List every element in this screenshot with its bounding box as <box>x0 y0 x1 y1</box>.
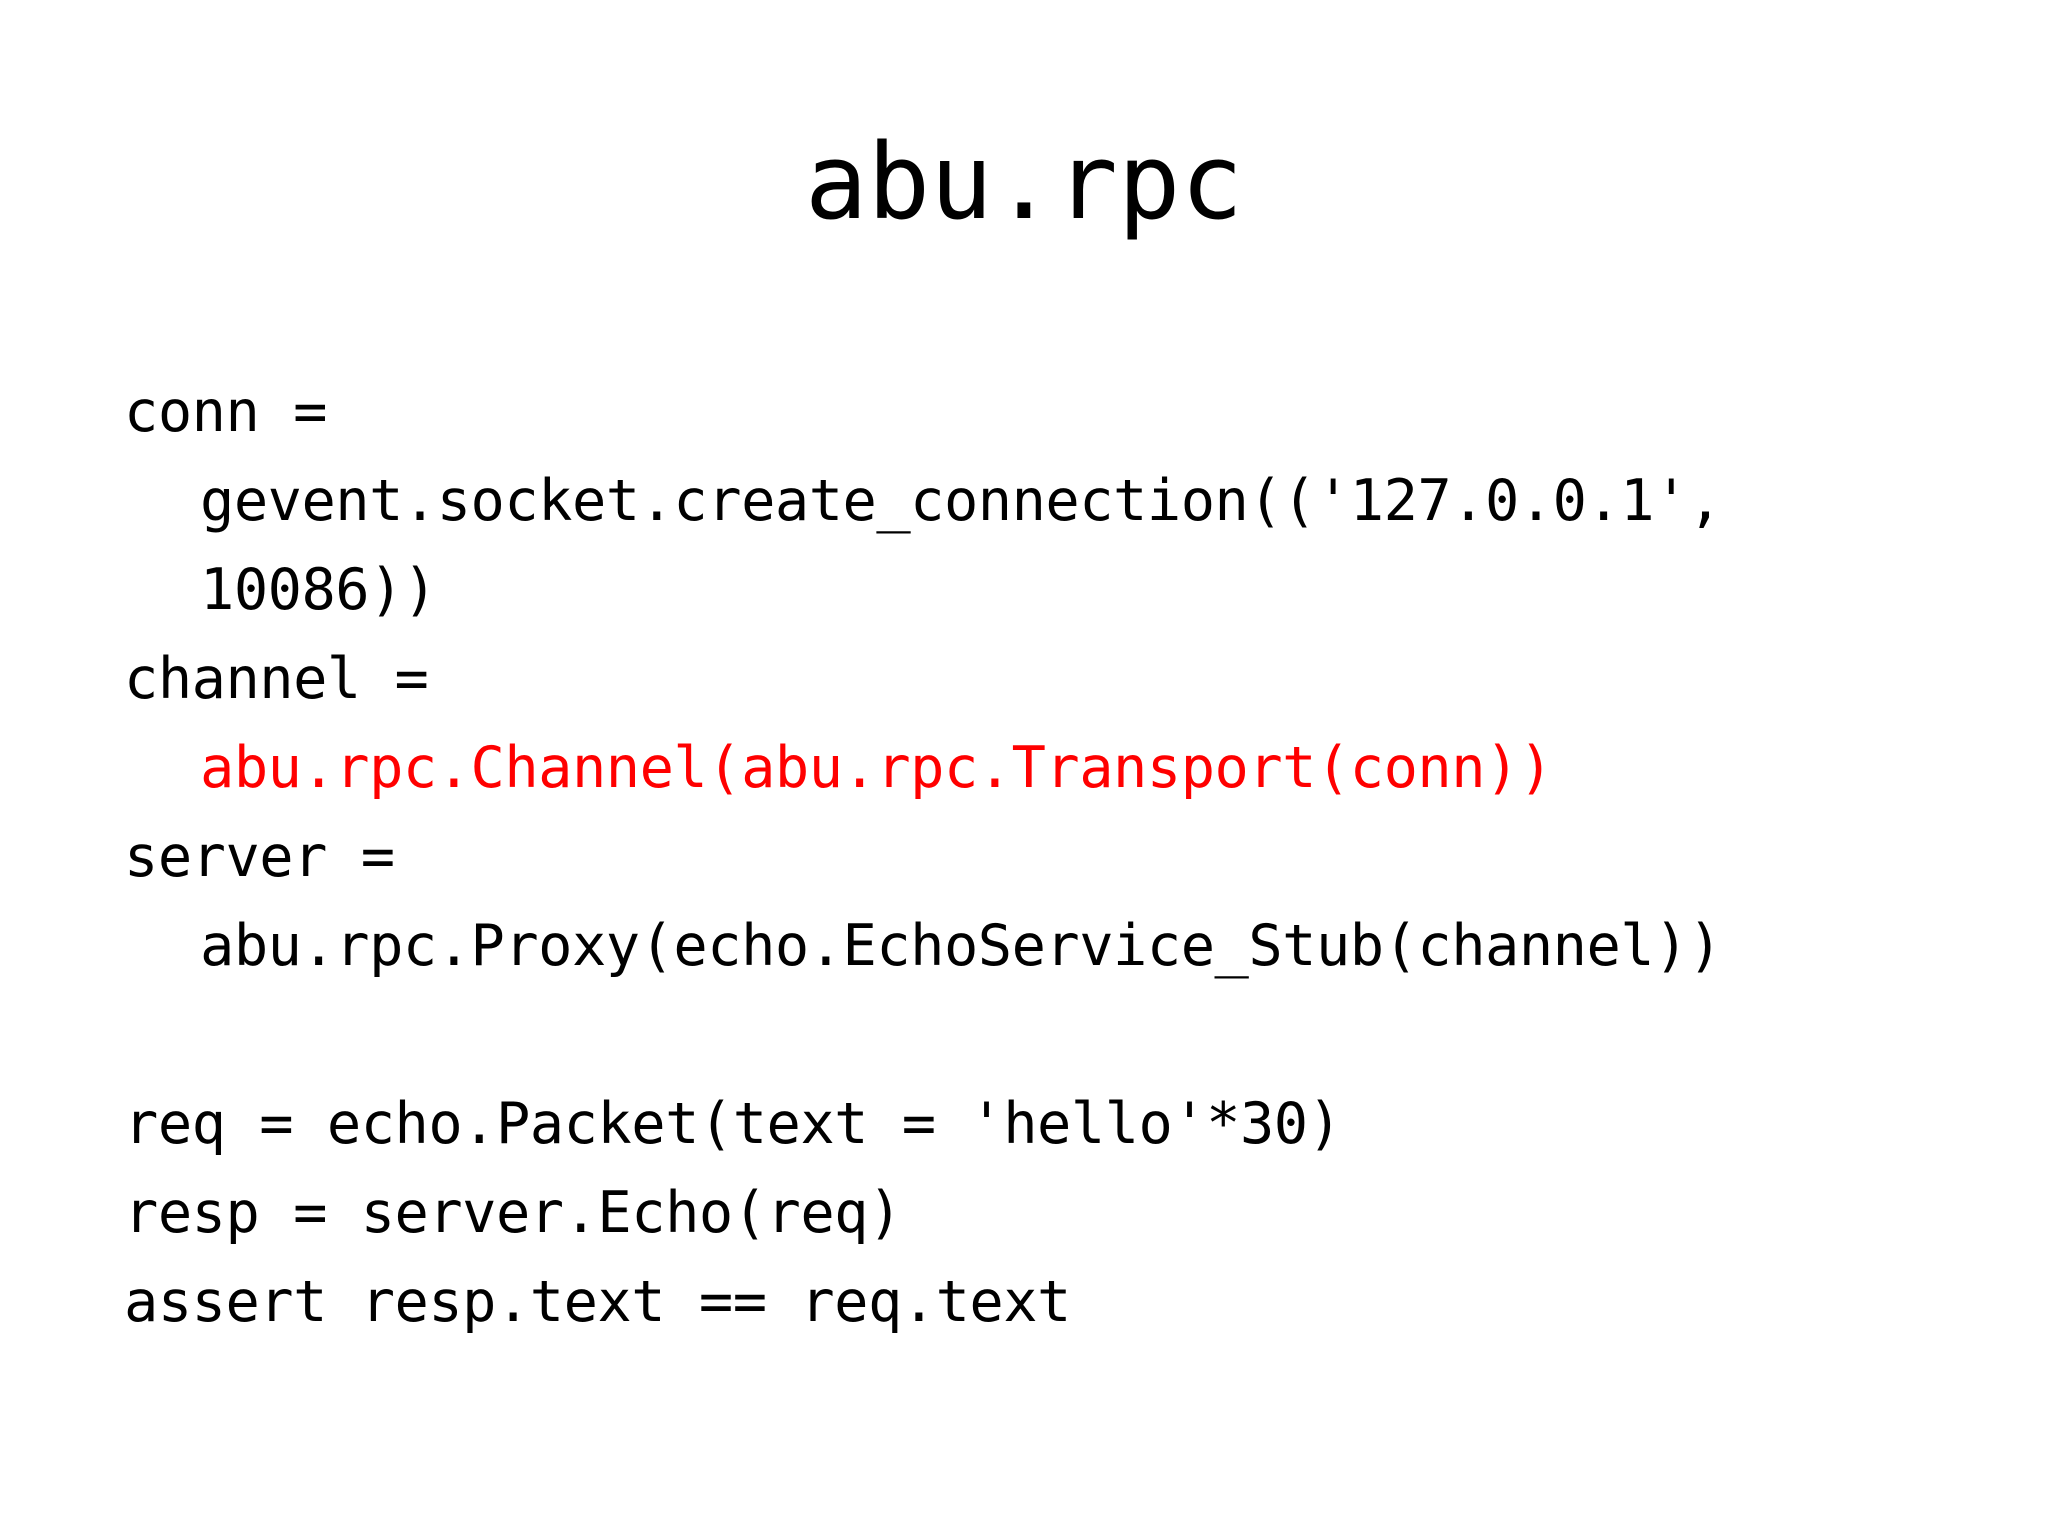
code-line-conn-head: conn = <box>124 379 327 445</box>
code-block: conn = gevent.socket.create_connection((… <box>124 368 1984 1347</box>
code-line-conn-continuation-2: 10086)) <box>200 557 437 623</box>
page-title: abu.rpc <box>804 121 1244 243</box>
code-line-blank-separator <box>124 991 1984 1080</box>
code-line-resp: resp = server.Echo(req) <box>124 1180 902 1246</box>
code-line-server-continuation: abu.rpc.Proxy(echo.EchoService_Stub(chan… <box>200 913 1722 979</box>
code-line-req: req = echo.Packet(text = 'hello'*30) <box>124 1091 1342 1157</box>
code-line-channel-head: channel = <box>124 646 429 712</box>
code-line-assert: assert resp.text == req.text <box>124 1269 1071 1335</box>
code-line-channel-continuation-highlighted: abu.rpc.Channel(abu.rpc.Transport(conn)) <box>200 735 1553 801</box>
code-line-server-head: server = <box>124 824 395 890</box>
code-line-conn-continuation-1: gevent.socket.create_connection(('127.0.… <box>200 468 1722 534</box>
